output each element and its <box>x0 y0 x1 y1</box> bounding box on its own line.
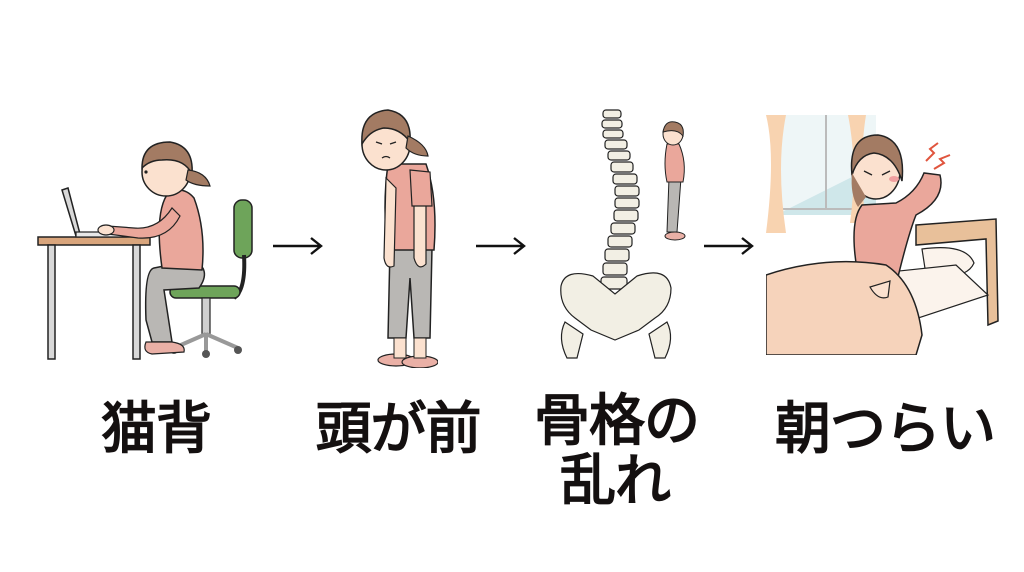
illustration-head-forward <box>348 98 438 368</box>
step-label-skeleton-line2: 乱れ <box>560 449 671 514</box>
arrow-right-icon <box>702 236 756 256</box>
step-label-head-forward: 頭が前 <box>315 397 482 462</box>
illustration-morning-neck-pain <box>766 115 1002 355</box>
arrow-right-icon <box>271 236 325 256</box>
illustration-hunched-at-desk <box>34 120 270 365</box>
step-label-nekoze: 猫背 <box>101 397 212 462</box>
arrow-right-icon <box>474 236 528 256</box>
illustration-spine <box>555 108 700 368</box>
step-label-morning: 朝つらい <box>775 397 996 462</box>
step-label-skeleton-line1: 骨格の <box>534 389 700 454</box>
